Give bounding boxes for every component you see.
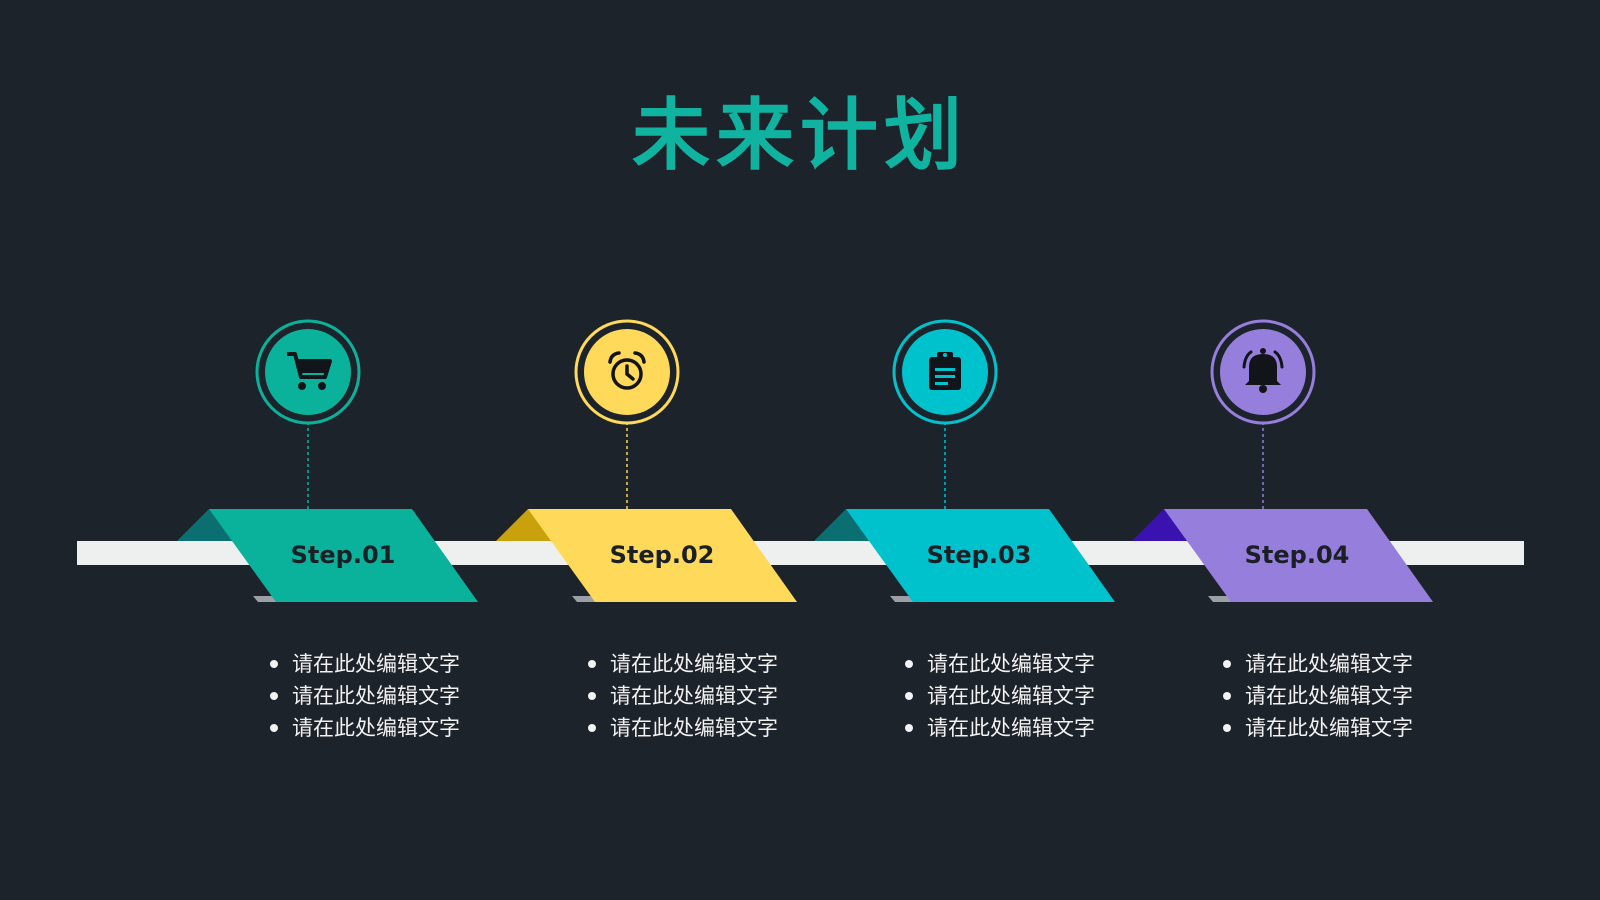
list-item: 请在此处编辑文字	[586, 712, 778, 744]
step-2-bullet-list: 请在此处编辑文字 请在此处编辑文字 请在此处编辑文字	[586, 648, 778, 744]
step-1-label: Step.01	[291, 541, 396, 569]
step-4-bullet-list: 请在此处编辑文字 请在此处编辑文字 请在此处编辑文字	[1221, 648, 1413, 744]
step-1-bullet-list: 请在此处编辑文字 请在此处编辑文字 请在此处编辑文字	[268, 648, 460, 744]
step-2-ribbon	[528, 509, 797, 602]
list-item: 请在此处编辑文字	[268, 712, 460, 744]
step-4-label: Step.04	[1245, 541, 1350, 569]
step-2: Step.02	[496, 319, 797, 602]
clipboard-icon	[929, 352, 961, 390]
list-item: 请在此处编辑文字	[903, 712, 1095, 744]
step-1-shadow	[253, 596, 279, 602]
step-1-ribbon	[209, 509, 478, 602]
list-item: 请在此处编辑文字	[1221, 648, 1413, 680]
step-4-shadow	[1208, 596, 1234, 602]
list-item: 请在此处编辑文字	[903, 648, 1095, 680]
list-item: 请在此处编辑文字	[903, 680, 1095, 712]
step-3-ribbon	[846, 509, 1115, 602]
cart-icon	[287, 352, 332, 390]
step-2-label: Step.02	[610, 541, 715, 569]
step-3-bullet-list: 请在此处编辑文字 请在此处编辑文字 请在此处编辑文字	[903, 648, 1095, 744]
list-item: 请在此处编辑文字	[586, 680, 778, 712]
step-4-icon-ring	[1210, 319, 1316, 425]
step-3-shadow	[890, 596, 916, 602]
step-1: Step.01	[177, 319, 478, 602]
step-3-icon-ring	[892, 319, 998, 425]
list-item: 请在此处编辑文字	[268, 680, 460, 712]
step-2-shadow	[572, 596, 598, 602]
list-item: 请在此处编辑文字	[586, 648, 778, 680]
bell-icon	[1242, 348, 1284, 393]
step-4: Step.04	[1132, 319, 1433, 602]
step-4-ribbon	[1164, 509, 1433, 602]
step-3-label: Step.03	[927, 541, 1032, 569]
step-2-icon-ring	[574, 319, 680, 425]
list-item: 请在此处编辑文字	[1221, 680, 1413, 712]
list-item: 请在此处编辑文字	[1221, 712, 1413, 744]
step-3: Step.03	[814, 319, 1115, 602]
step-1-icon-ring	[255, 319, 361, 425]
page-title: 未来计划	[631, 90, 968, 181]
alarm-clock-icon	[608, 351, 646, 390]
list-item: 请在此处编辑文字	[268, 648, 460, 680]
